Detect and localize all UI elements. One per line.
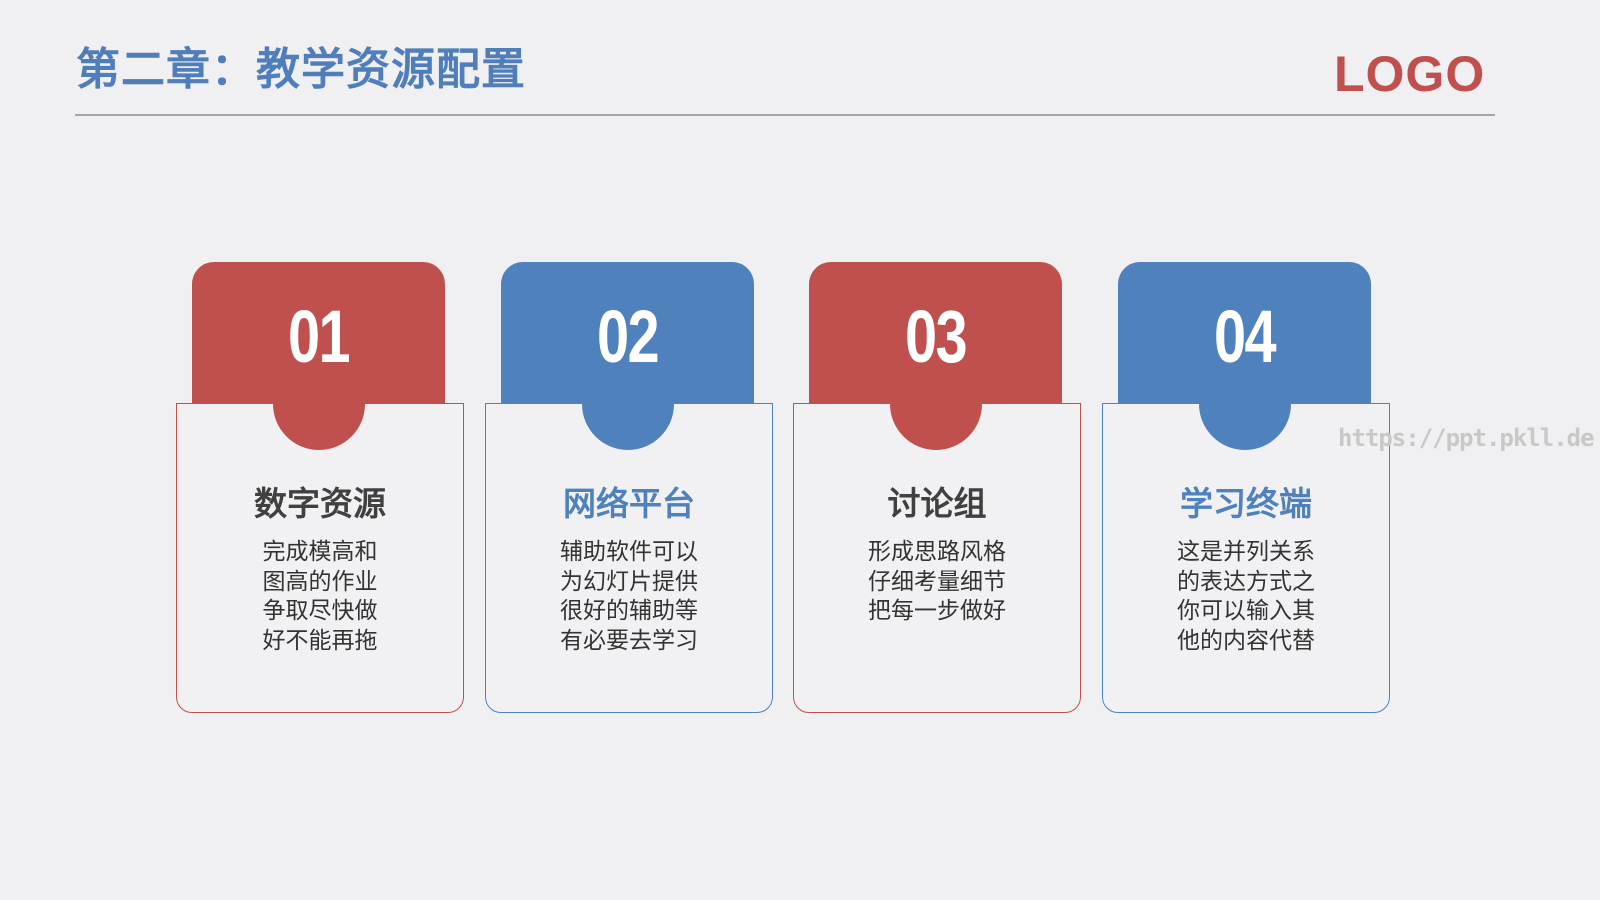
card-number: 03 bbox=[904, 295, 968, 378]
description-line: 把每一步做好 bbox=[868, 598, 1006, 624]
card-title: 数字资源 bbox=[254, 484, 386, 523]
card-body-box bbox=[793, 403, 1081, 713]
description-line: 好不能再拖 bbox=[262, 627, 378, 654]
description-line: 的表达方式之 bbox=[1177, 568, 1315, 595]
slide-title: 第二章：教学资源配置 bbox=[76, 44, 526, 95]
watermark-url: https://ppt.pkll.de bbox=[1338, 424, 1595, 452]
card-body-box bbox=[485, 403, 773, 713]
card-discussion-group: 03 讨论组 形成思路风格 仔细考量细节 把每一步做好 bbox=[793, 262, 1081, 713]
description-line: 完成模高和 bbox=[262, 539, 378, 565]
description-line: 辅助软件可以 bbox=[560, 539, 698, 565]
card-network-platform: 02 网络平台 辅助软件可以 为幻灯片提供 很好的辅助等 有必要去学习 bbox=[485, 262, 773, 713]
description-line: 形成思路风格 bbox=[868, 539, 1006, 565]
card-number: 01 bbox=[287, 295, 351, 378]
card-number: 02 bbox=[596, 295, 660, 378]
card-learning-terminal: 04 学习终端 这是并列关系 的表达方式之 你可以输入其 他的内容代替 bbox=[1102, 262, 1390, 713]
description-line: 你可以输入其 bbox=[1177, 598, 1315, 624]
card-number-tab: 01 bbox=[192, 262, 445, 404]
logo: LOGO bbox=[1334, 46, 1486, 102]
description-line: 争取尽快做 bbox=[262, 598, 378, 624]
description-line: 这是并列关系 bbox=[1177, 539, 1315, 565]
card-number-tab: 03 bbox=[809, 262, 1062, 404]
card-body-box bbox=[1102, 403, 1390, 713]
description-line: 很好的辅助等 bbox=[560, 598, 698, 624]
card-number-tab: 02 bbox=[501, 262, 754, 404]
card-description: 辅助软件可以 为幻灯片提供 很好的辅助等 有必要去学习 bbox=[485, 538, 773, 656]
card-number: 04 bbox=[1213, 295, 1277, 378]
card-title: 讨论组 bbox=[887, 484, 987, 523]
card-title: 网络平台 bbox=[563, 484, 695, 523]
title-divider bbox=[75, 114, 1495, 116]
description-line: 仔细考量细节 bbox=[868, 568, 1006, 595]
card-description: 完成模高和 图高的作业 争取尽快做 好不能再拖 bbox=[176, 538, 464, 656]
description-line: 有必要去学习 bbox=[560, 627, 698, 654]
card-title: 学习终端 bbox=[1180, 484, 1312, 523]
card-description: 形成思路风格 仔细考量细节 把每一步做好 bbox=[793, 538, 1081, 627]
card-body-box bbox=[176, 403, 464, 713]
description-line: 他的内容代替 bbox=[1177, 627, 1315, 654]
card-digital-resources: 01 数字资源 完成模高和 图高的作业 争取尽快做 好不能再拖 bbox=[176, 262, 464, 713]
description-line: 为幻灯片提供 bbox=[560, 568, 698, 595]
description-line: 图高的作业 bbox=[262, 568, 378, 595]
card-number-tab: 04 bbox=[1118, 262, 1371, 404]
card-description: 这是并列关系 的表达方式之 你可以输入其 他的内容代替 bbox=[1102, 538, 1390, 656]
